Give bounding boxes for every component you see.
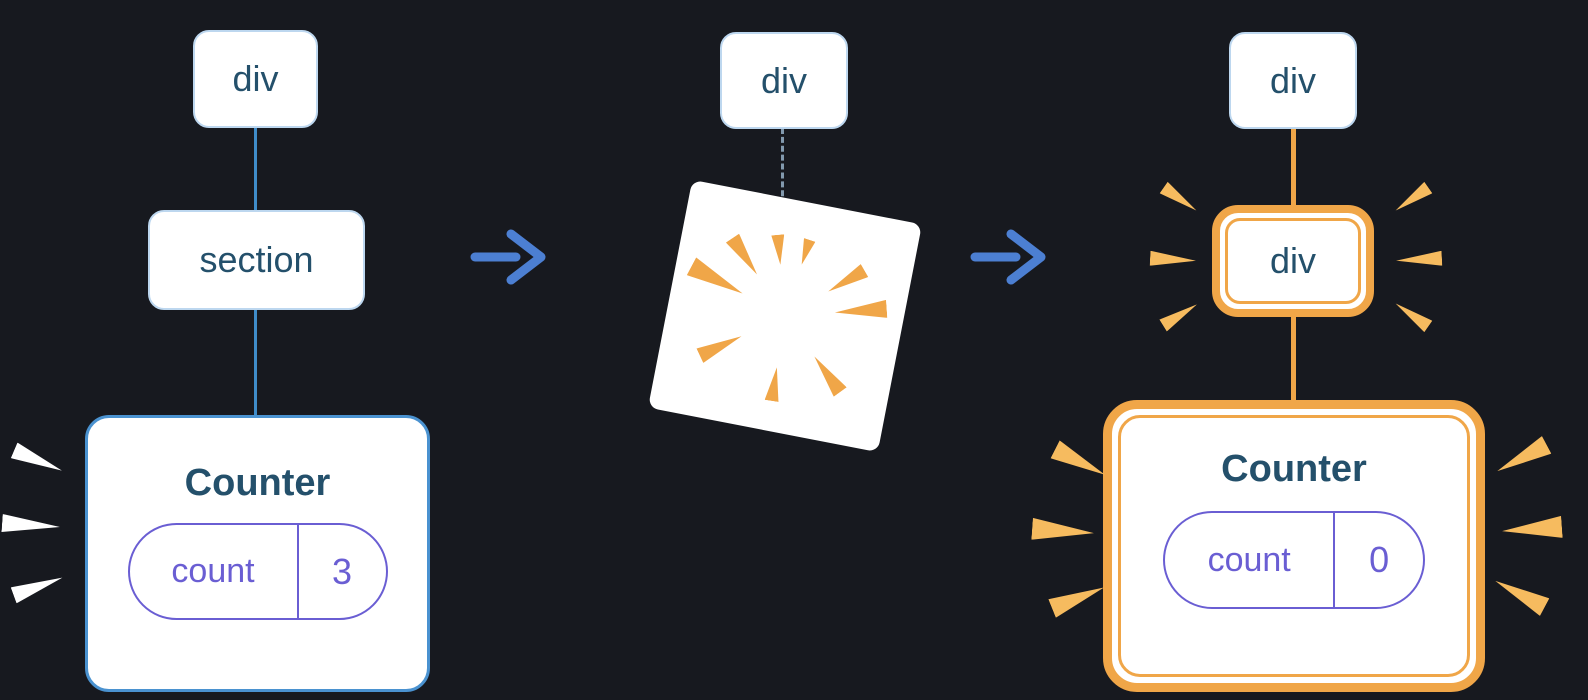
spark-icon <box>1392 182 1433 216</box>
tree-node-label: div <box>760 59 808 101</box>
highlighted-div-inner: div <box>1225 218 1361 304</box>
state-pill: count 3 <box>127 523 388 620</box>
tree-node-div-left: div <box>193 30 318 128</box>
tree-node-label: section <box>199 239 314 280</box>
counter-component-card-left: Counter count 3 <box>85 415 430 692</box>
state-name: count <box>1207 540 1291 579</box>
arrow-right-icon <box>470 225 550 289</box>
spark-icon <box>1396 251 1443 268</box>
spark-icon <box>1031 518 1094 544</box>
poof-burst-icon <box>648 179 922 453</box>
highlighted-div-node: div <box>1212 205 1374 317</box>
tree-node-label: div <box>232 58 279 99</box>
spark-icon <box>1493 436 1552 480</box>
tree-node-div-right-root: div <box>1229 32 1357 129</box>
arrow-right-icon <box>970 225 1050 289</box>
tree-node-div-middle: div <box>720 32 848 129</box>
poof-wedge <box>834 300 887 322</box>
spark-icon <box>11 570 66 604</box>
poof-wedge <box>696 329 744 363</box>
poof-wedge <box>687 257 748 302</box>
spark-icon <box>1048 578 1107 618</box>
counter-title: Counter <box>184 462 331 504</box>
poof-wedge <box>771 234 787 265</box>
spark-icon <box>1160 182 1201 216</box>
tree-node-section: section <box>148 210 365 310</box>
state-name: count <box>171 552 255 590</box>
tree-node-label: div <box>1269 240 1317 281</box>
counter-card-inner: Counter count 0 <box>1118 415 1470 677</box>
spark-icon <box>1159 298 1200 331</box>
poof-wedge <box>808 352 847 397</box>
tree-edge-dashed <box>781 128 784 214</box>
tree-edge-div-section <box>254 126 257 212</box>
spark-icon <box>1491 572 1550 616</box>
state-value: 3 <box>296 525 386 618</box>
poof-wedge <box>796 238 815 266</box>
spark-icon <box>1 514 60 536</box>
counter-component-card-right: Counter count 0 <box>1103 400 1485 692</box>
spark-icon <box>11 443 66 479</box>
tree-edge-orange-bottom <box>1291 315 1296 402</box>
tree-edge-section-counter <box>254 308 257 417</box>
state-pill: count 0 <box>1163 511 1425 609</box>
tree-edge-orange-top <box>1291 126 1296 207</box>
tree-node-label: div <box>1269 59 1317 101</box>
spark-icon <box>1501 516 1562 542</box>
spark-icon <box>1392 298 1433 332</box>
state-value: 0 <box>1333 513 1423 607</box>
poof-wedge <box>825 264 869 298</box>
counter-title: Counter <box>1221 448 1367 490</box>
poof-wedge <box>765 366 784 402</box>
spark-icon <box>1150 251 1197 268</box>
poof-wedge <box>726 234 764 279</box>
spark-icon <box>1051 440 1110 483</box>
